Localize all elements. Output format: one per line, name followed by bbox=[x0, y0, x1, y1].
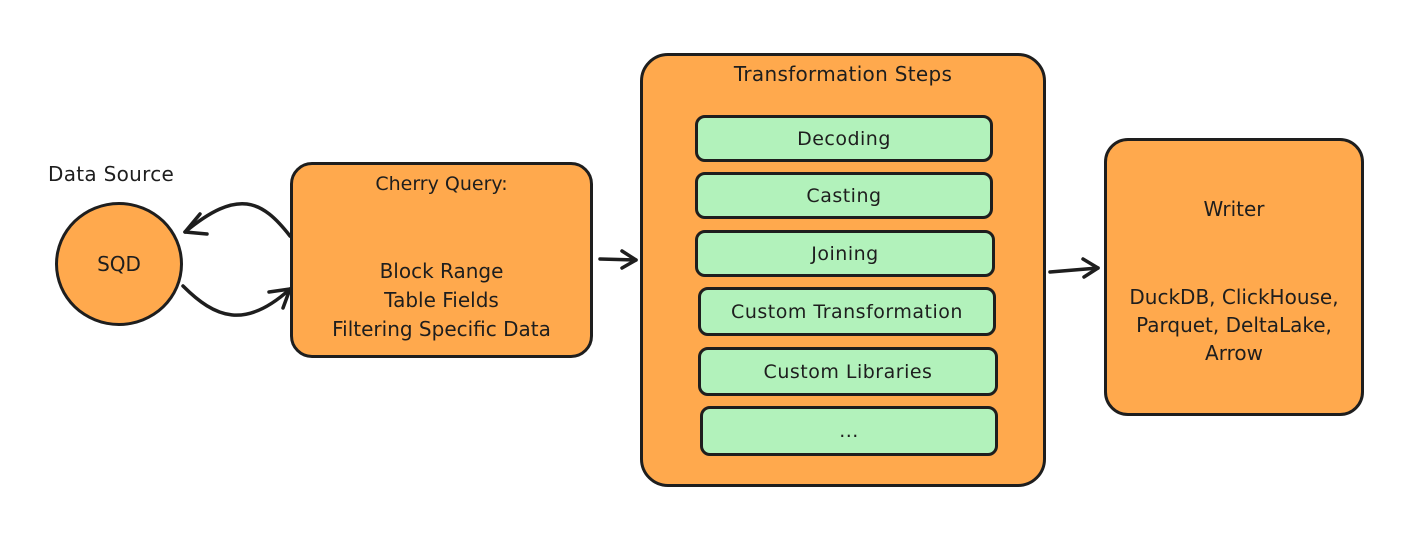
writer-line-3: Arrow bbox=[1205, 341, 1263, 365]
writer-box[interactable]: Writer DuckDB, ClickHouse, Parquet, Delt… bbox=[1104, 138, 1364, 416]
query-line-table-fields: Table Fields bbox=[384, 288, 499, 312]
query-line-filtering: Filtering Specific Data bbox=[332, 317, 551, 341]
step-custom-libraries-label: Custom Libraries bbox=[763, 360, 933, 383]
writer-title: Writer bbox=[1203, 197, 1265, 221]
cherry-query-box[interactable]: Cherry Query: Block Range Table Fields F… bbox=[290, 162, 593, 358]
writer-line-2: Parquet, DeltaLake, bbox=[1136, 313, 1332, 337]
step-casting[interactable]: Casting bbox=[695, 172, 993, 219]
step-decoding[interactable]: Decoding bbox=[695, 115, 993, 162]
writer-line-1: DuckDB, ClickHouse, bbox=[1129, 285, 1339, 309]
arrowhead-sqd-to-query bbox=[267, 287, 292, 310]
step-joining[interactable]: Joining bbox=[695, 230, 995, 277]
writer-lines: DuckDB, ClickHouse, Parquet, DeltaLake, … bbox=[1107, 283, 1361, 367]
arrow-transform-to-writer bbox=[1048, 266, 1100, 274]
arrow-query-to-sqd bbox=[183, 202, 292, 238]
step-casting-label: Casting bbox=[806, 184, 882, 207]
step-custom-libraries[interactable]: Custom Libraries bbox=[698, 347, 998, 396]
data-source-label: Data Source bbox=[48, 162, 175, 186]
step-custom-transformation-label: Custom Transformation bbox=[731, 300, 963, 323]
step-decoding-label: Decoding bbox=[797, 127, 891, 150]
transformation-steps-title: Transformation Steps bbox=[733, 62, 953, 86]
sqd-node-label: SQD bbox=[97, 252, 141, 276]
step-ellipsis-label: ... bbox=[839, 420, 859, 442]
step-joining-label: Joining bbox=[811, 242, 879, 265]
cherry-query-title: Cherry Query: bbox=[375, 173, 508, 195]
arrowhead-query-to-transform bbox=[620, 249, 638, 270]
sqd-node[interactable]: SQD bbox=[55, 202, 183, 326]
cherry-query-lines: Block Range Table Fields Filtering Speci… bbox=[293, 257, 590, 344]
step-ellipsis[interactable]: ... bbox=[700, 406, 998, 456]
arrow-sqd-to-query bbox=[181, 284, 292, 317]
arrow-query-to-transform bbox=[598, 257, 638, 262]
step-custom-transformation[interactable]: Custom Transformation bbox=[698, 287, 996, 336]
query-line-block-range: Block Range bbox=[379, 259, 504, 283]
arrowhead-query-to-sqd bbox=[183, 212, 209, 236]
arrowhead-transform-to-writer bbox=[1081, 257, 1100, 279]
